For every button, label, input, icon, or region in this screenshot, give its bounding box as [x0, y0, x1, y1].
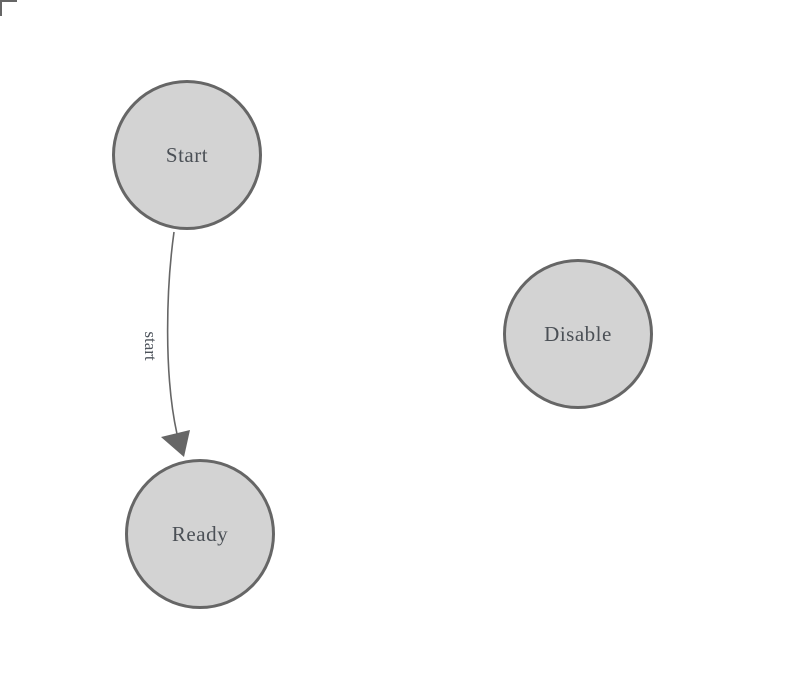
arrowhead-icon: [161, 430, 190, 457]
state-node-start[interactable]: Start: [112, 80, 262, 230]
edge-label-start[interactable]: start: [141, 331, 160, 361]
canvas-corner-mark: [0, 0, 17, 16]
state-node-ready[interactable]: Ready: [125, 459, 275, 609]
edge-start-to-ready[interactable]: [166, 231, 178, 435]
state-label-disable: Disable: [544, 321, 612, 346]
state-node-disable[interactable]: Disable: [503, 259, 653, 409]
state-label-start: Start: [165, 142, 209, 167]
state-label-ready: Ready: [171, 521, 229, 546]
